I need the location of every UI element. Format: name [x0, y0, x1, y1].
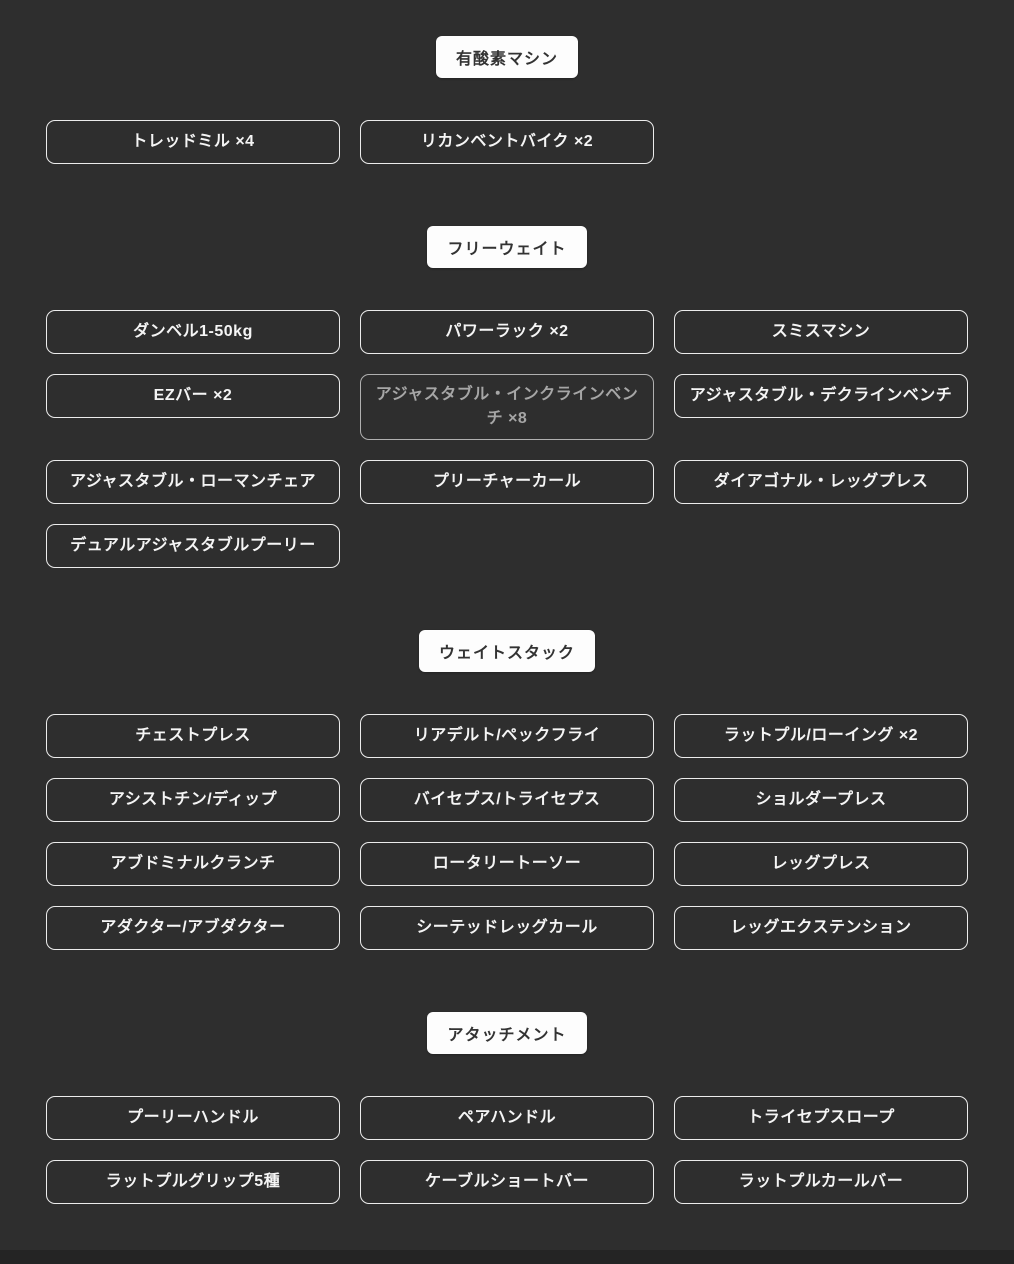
- equipment-section-weight-stack: ウェイトスタック チェストプレス リアデルト/ペックフライ ラットプル/ローイン…: [46, 630, 968, 950]
- equipment-button[interactable]: ラットプルカールバー: [674, 1160, 968, 1204]
- equipment-button-label: ダイアゴナル・レッグプレス: [713, 473, 929, 490]
- equipment-button[interactable]: アダクター/アブダクター: [46, 906, 340, 950]
- equipment-button-label: パワーラック ×2: [445, 323, 569, 340]
- equipment-section-cardio: 有酸素マシン トレッドミル ×4 リカンベントバイク ×2: [46, 36, 968, 164]
- equipment-button[interactable]: アジャスタブル・デクラインベンチ: [674, 374, 968, 418]
- equipment-section-free-weights: フリーウェイト ダンベル1-50kg パワーラック ×2 スミスマシン EZバー…: [46, 226, 968, 568]
- equipment-button-label: ラットプル/ローイング ×2: [723, 727, 919, 744]
- equipment-button[interactable]: アジャスタブル・インクラインベンチ ×8: [360, 374, 654, 440]
- equipment-button-label: ショルダープレス: [755, 791, 887, 808]
- section-header: フリーウェイト: [46, 226, 968, 268]
- equipment-button[interactable]: トレッドミル ×4: [46, 120, 340, 164]
- equipment-button-label: アブドミナルクランチ: [110, 855, 276, 872]
- equipment-button-label: バイセプス/トライセプス: [413, 791, 601, 808]
- equipment-button[interactable]: ラットプル/ローイング ×2: [674, 714, 968, 758]
- equipment-button[interactable]: アシストチン/ディップ: [46, 778, 340, 822]
- section-header: ウェイトスタック: [46, 630, 968, 672]
- equipment-button[interactable]: リカンベントバイク ×2: [360, 120, 654, 164]
- equipment-button-label: トレッドミル ×4: [131, 133, 255, 150]
- equipment-button-label: アジャスタブル・デクラインベンチ: [689, 387, 953, 404]
- equipment-button[interactable]: パワーラック ×2: [360, 310, 654, 354]
- section-header: アタッチメント: [46, 1012, 968, 1054]
- equipment-button-label: ラットプルグリップ5種: [105, 1173, 281, 1190]
- equipment-button-label: スミスマシン: [771, 323, 871, 340]
- equipment-button-label: アジャスタブル・インクラインベンチ ×8: [375, 386, 639, 427]
- equipment-button-label: シーテッドレッグカール: [416, 919, 598, 936]
- equipment-button[interactable]: ロータリートーソー: [360, 842, 654, 886]
- equipment-button-label: ペアハンドル: [457, 1109, 557, 1126]
- equipment-button-label: リカンベントバイク ×2: [420, 133, 594, 150]
- equipment-button[interactable]: シーテッドレッグカール: [360, 906, 654, 950]
- equipment-button[interactable]: アジャスタブル・ローマンチェア: [46, 460, 340, 504]
- section-title-badge: アタッチメント: [427, 1012, 587, 1054]
- equipment-grid: プーリーハンドル ペアハンドル トライセプスロープ ラットプルグリップ5種 ケー…: [46, 1096, 968, 1204]
- equipment-button-label: デュアルアジャスタブルプーリー: [70, 537, 316, 554]
- equipment-button[interactable]: バイセプス/トライセプス: [360, 778, 654, 822]
- equipment-button[interactable]: レッグエクステンション: [674, 906, 968, 950]
- equipment-button-label: アダクター/アブダクター: [100, 919, 286, 936]
- equipment-grid: ダンベル1-50kg パワーラック ×2 スミスマシン EZバー ×2 アジャス…: [46, 310, 968, 568]
- equipment-button-label: レッグプレス: [771, 855, 871, 872]
- equipment-button[interactable]: アブドミナルクランチ: [46, 842, 340, 886]
- equipment-button[interactable]: チェストプレス: [46, 714, 340, 758]
- equipment-button[interactable]: ダンベル1-50kg: [46, 310, 340, 354]
- equipment-button[interactable]: ペアハンドル: [360, 1096, 654, 1140]
- equipment-button-label: プーリーハンドル: [127, 1109, 259, 1126]
- section-title-badge: 有酸素マシン: [435, 36, 578, 78]
- equipment-button-label: ラットプルカールバー: [738, 1173, 904, 1190]
- equipment-button[interactable]: スミスマシン: [674, 310, 968, 354]
- equipment-button[interactable]: プーリーハンドル: [46, 1096, 340, 1140]
- equipment-button[interactable]: デュアルアジャスタブルプーリー: [46, 524, 340, 568]
- equipment-button[interactable]: ショルダープレス: [674, 778, 968, 822]
- sections-root: 有酸素マシン トレッドミル ×4 リカンベントバイク ×2 フリーウェイト ダン…: [46, 36, 968, 1204]
- equipment-button[interactable]: トライセプスロープ: [674, 1096, 968, 1140]
- equipment-button[interactable]: ケーブルショートバー: [360, 1160, 654, 1204]
- equipment-button[interactable]: リアデルト/ペックフライ: [360, 714, 654, 758]
- equipment-button[interactable]: ラットプルグリップ5種: [46, 1160, 340, 1204]
- equipment-grid: チェストプレス リアデルト/ペックフライ ラットプル/ローイング ×2 アシスト…: [46, 714, 968, 950]
- equipment-button-label: アシストチン/ディップ: [108, 791, 278, 808]
- equipment-section-attachments: アタッチメント プーリーハンドル ペアハンドル トライセプスロープ ラットプルグ…: [46, 1012, 968, 1204]
- section-title-badge: フリーウェイト: [427, 226, 587, 268]
- footer-band: [0, 1250, 1014, 1264]
- equipment-button-label: プリーチャーカール: [432, 473, 582, 490]
- equipment-button-label: チェストプレス: [135, 727, 251, 744]
- equipment-button-label: トライセプスロープ: [747, 1109, 895, 1126]
- section-title-badge: ウェイトスタック: [418, 630, 595, 672]
- equipment-button[interactable]: EZバー ×2: [46, 374, 340, 418]
- equipment-button-label: アジャスタブル・ローマンチェア: [69, 473, 317, 490]
- equipment-button-label: リアデルト/ペックフライ: [413, 727, 601, 744]
- equipment-button-label: レッグエクステンション: [730, 919, 912, 936]
- equipment-button[interactable]: ダイアゴナル・レッグプレス: [674, 460, 968, 504]
- equipment-button[interactable]: プリーチャーカール: [360, 460, 654, 504]
- equipment-button-label: ケーブルショートバー: [424, 1173, 590, 1190]
- section-header: 有酸素マシン: [46, 36, 968, 78]
- equipment-button-label: ダンベル1-50kg: [133, 323, 253, 340]
- equipment-grid: トレッドミル ×4 リカンベントバイク ×2: [46, 120, 968, 164]
- equipment-button-label: ロータリートーソー: [432, 855, 582, 872]
- equipment-button-label: EZバー ×2: [153, 387, 233, 404]
- equipment-button[interactable]: レッグプレス: [674, 842, 968, 886]
